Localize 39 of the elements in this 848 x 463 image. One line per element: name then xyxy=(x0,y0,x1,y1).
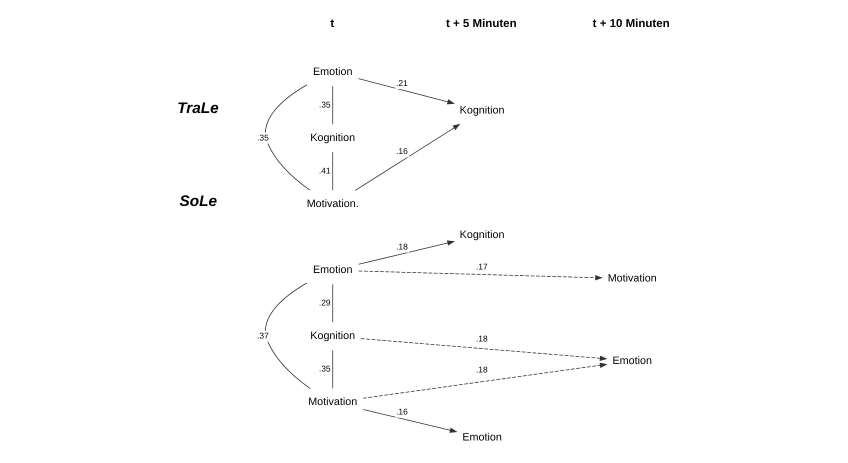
edge-label: .37 xyxy=(256,330,268,340)
label: t + 5 Minuten xyxy=(446,18,516,30)
connector xyxy=(332,284,333,323)
node-text: Emotion xyxy=(462,432,502,444)
edge-label: .41 xyxy=(318,165,330,176)
edge-label: .18 xyxy=(396,241,408,252)
node-text: Emotion xyxy=(612,354,652,367)
edge-label: .35 xyxy=(318,364,330,374)
edge-label: .35 xyxy=(256,132,268,142)
node-text: Kognition xyxy=(459,228,504,241)
arrow xyxy=(362,409,457,433)
node-text: Emotion xyxy=(312,264,352,276)
label: t + 10 Minuten xyxy=(592,18,670,30)
edge-label: .16 xyxy=(396,406,408,417)
connector xyxy=(332,152,333,191)
node-text: Motivation xyxy=(607,272,656,285)
arrow xyxy=(358,270,602,280)
node-text: Motivation. xyxy=(306,198,358,210)
node-text: Kognition xyxy=(459,104,504,116)
label: t xyxy=(330,18,334,30)
edge-label: .17 xyxy=(475,261,488,272)
connector xyxy=(264,84,310,191)
node-text: Kognition xyxy=(310,132,355,144)
edge-label: .21 xyxy=(396,78,408,88)
label: SoLe xyxy=(179,192,217,210)
connector xyxy=(264,282,310,389)
node-text: Emotion xyxy=(312,66,352,78)
edge-label: .29 xyxy=(318,297,330,308)
edge-label: .16 xyxy=(396,146,408,156)
arrow xyxy=(360,338,608,361)
arrow xyxy=(354,124,460,191)
label: TraLe xyxy=(176,100,218,117)
node-text: Kognition xyxy=(310,330,355,342)
edge-label: .18 xyxy=(475,364,488,374)
connector xyxy=(332,350,333,389)
edge-label: .18 xyxy=(475,334,488,344)
edge-label: .35 xyxy=(318,99,330,110)
connector xyxy=(332,86,333,125)
node-text: Motivation xyxy=(308,396,357,408)
